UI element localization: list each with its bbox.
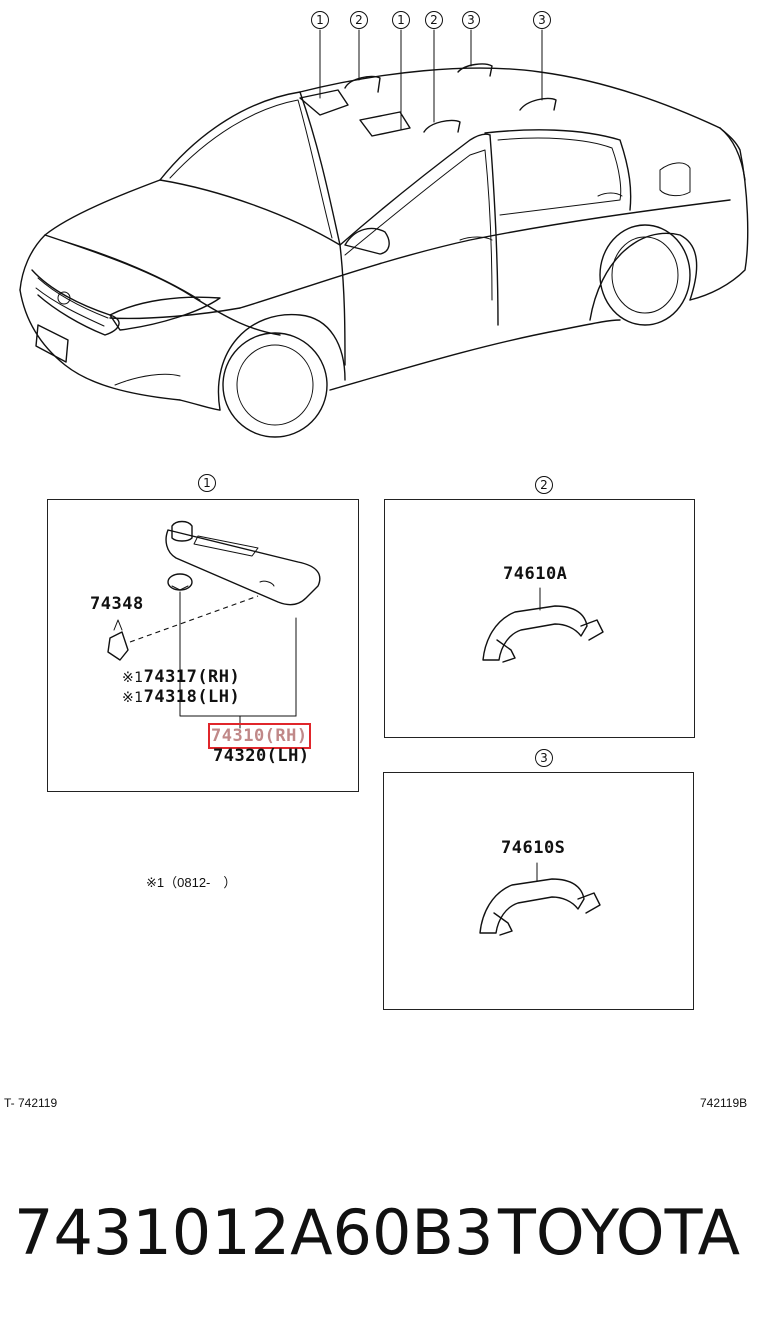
panel-assist-grip-a (384, 499, 695, 738)
car-illustration (0, 0, 760, 450)
part-visor-rh-highlighted[interactable]: 74310(RH) (208, 723, 311, 749)
footer-ref-left: T- 742119 (4, 1096, 58, 1110)
part-holder-lh: ※174318(LH) (122, 687, 240, 707)
callout-3: 3 (462, 11, 480, 29)
note-mark: ※1 (122, 670, 144, 686)
callout-2: 2 (350, 11, 368, 29)
part-holder-lh-number: 74318(LH) (143, 687, 241, 707)
footnote: ※1（0812- ） (146, 875, 237, 890)
part-visor-lh: 74320(LH) (213, 746, 310, 766)
note-mark: ※1 (122, 690, 144, 706)
car-drawing (19, 29, 749, 438)
panel-2-index: 2 (535, 476, 553, 494)
callout-1: 1 (311, 11, 329, 29)
panel-1-index: 1 (198, 474, 216, 492)
assist-grip-a-drawing (482, 587, 604, 663)
part-grip-s-number: 74610S (501, 838, 566, 858)
callout-2: 2 (425, 11, 443, 29)
panel-3-index: 3 (535, 749, 553, 767)
sun-visor-drawing (107, 520, 321, 729)
callout-1: 1 (392, 11, 410, 29)
part-holder-rh-number: 74317(RH) (143, 667, 241, 687)
part-clip-number: 74348 (90, 594, 144, 614)
panel-sun-visor (47, 499, 359, 792)
footer-ref-right: 742119B (700, 1096, 748, 1110)
part-holder-rh: ※174317(RH) (122, 667, 240, 687)
caption-part-number: 7431012A60B3 (14, 1196, 494, 1269)
panel-assist-grip-s (383, 772, 694, 1010)
part-grip-a-number: 74610A (503, 564, 568, 584)
caption-brand: TOYOTA (498, 1196, 741, 1269)
callout-3: 3 (533, 11, 551, 29)
assist-grip-s-drawing (479, 862, 601, 936)
